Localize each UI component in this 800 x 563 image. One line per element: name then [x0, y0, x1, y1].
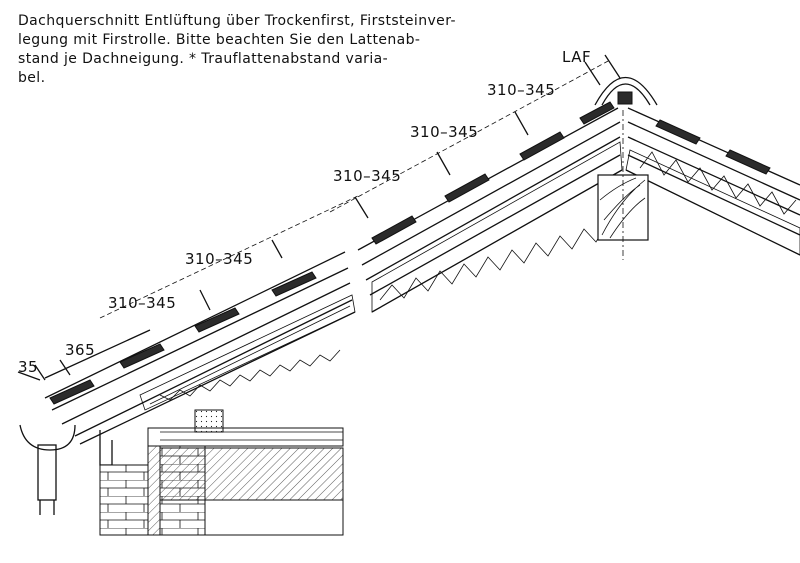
- dim-310-345-label: 310–345: [333, 167, 401, 185]
- dimension-labels: 35 365 310–345 310–345 310–345 310–345 3…: [18, 48, 591, 376]
- upper-roof: [357, 77, 800, 313]
- dim-310-345-label: 310–345: [108, 294, 176, 312]
- caption-line: legung mit Firstrolle. Bitte beachten Si…: [18, 32, 421, 48]
- dim-310-345-label: 310–345: [185, 250, 253, 268]
- dim-35-label: 35: [18, 358, 38, 376]
- caption-line: Dachquerschnitt Entlüftung über Trockenf…: [18, 13, 456, 29]
- caption-text: Dachquerschnitt Entlüftung über Trockenf…: [18, 12, 456, 88]
- caption-line: bel.: [18, 70, 46, 86]
- dim-laf-label: LAF: [562, 48, 591, 66]
- dimension-lines: [17, 54, 621, 381]
- dim-310-345-label: 310–345: [487, 81, 555, 99]
- wall-and-ceiling: [99, 409, 344, 536]
- dim-310-345-label: 310–345: [410, 123, 478, 141]
- caption-line: stand je Dachneigung. * Trauflattenabsta…: [18, 51, 389, 67]
- dim-365-label: 365: [65, 341, 95, 359]
- left-roof-eave: [19, 251, 356, 515]
